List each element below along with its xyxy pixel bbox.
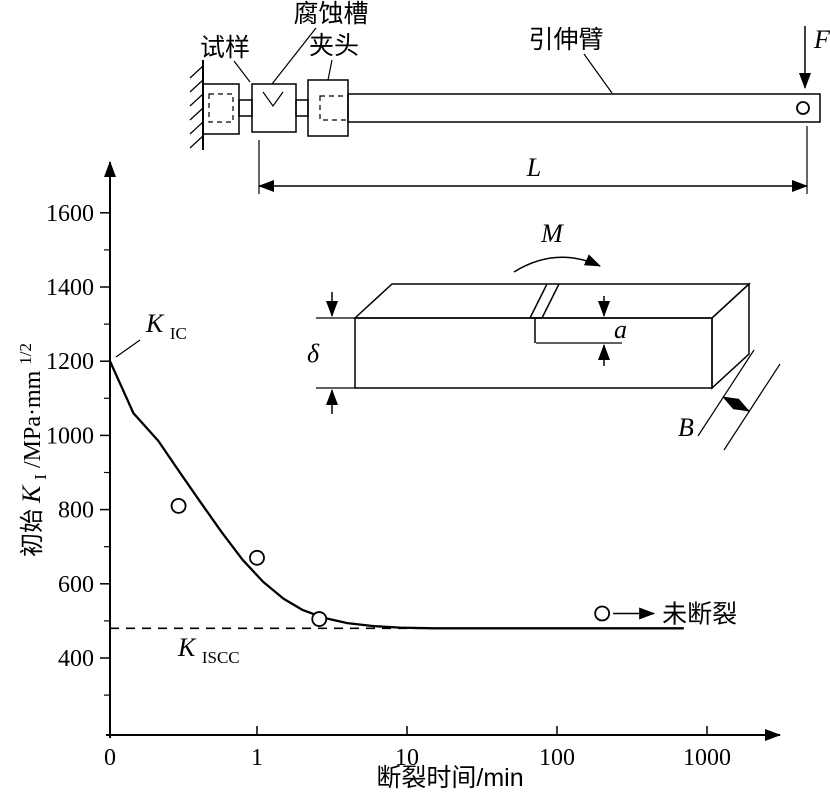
moment-label: M — [540, 219, 564, 248]
kic-symbol: K — [145, 309, 165, 338]
grip-block — [307, 79, 349, 137]
y-axis-label: 初始 K I /MPa·mm 1/2 — [16, 343, 52, 557]
y-tick-label: 600 — [58, 572, 94, 598]
y-tick-label: 1000 — [46, 423, 94, 449]
arm-label: 引伸臂 — [528, 26, 603, 54]
y-tick-label: 400 — [58, 646, 94, 672]
specimen-sketch: M δ a B — [307, 219, 781, 451]
tank-label: 腐蚀槽 — [293, 0, 368, 28]
kic-label: K IC — [145, 309, 187, 343]
grip-leader-line — [327, 59, 333, 81]
thickness-label: B — [678, 413, 694, 442]
y-label-symbol: K — [17, 484, 46, 504]
grip-label: 夹头 — [309, 32, 359, 60]
data-point — [170, 497, 187, 514]
specimen-right-face — [711, 282, 750, 390]
extension-arm — [347, 93, 821, 123]
x-tick-label: 100 — [539, 745, 575, 771]
x-axis-ticks: 0 1 10 100 1000 — [104, 726, 731, 771]
kiscc-symbol: K — [177, 633, 197, 662]
height-dimension — [316, 292, 355, 414]
specimen-notch — [529, 283, 560, 343]
x-tick-label: 1000 — [683, 745, 731, 771]
kic-subscript: IC — [170, 324, 187, 343]
x-tick-label: 10 — [395, 745, 419, 771]
kic-leader-line — [115, 339, 141, 358]
y-label-prefix: 初始 — [19, 509, 46, 557]
y-label-unit: /MPa·mm — [20, 370, 46, 468]
data-point — [249, 549, 265, 566]
force-label: F — [813, 25, 830, 54]
specimen-label: 试样 — [200, 34, 250, 62]
arm-pivot-hole — [796, 101, 810, 115]
specimen-front-face — [354, 317, 713, 389]
y-label-subscript: I — [31, 474, 50, 480]
crack-depth-label: a — [614, 315, 627, 344]
specimen-block — [202, 83, 253, 135]
y-tick-label: 1600 — [46, 201, 94, 227]
data-point — [311, 611, 328, 627]
kiscc-label: K ISCC — [177, 633, 240, 667]
x-tick-label: 0 — [104, 745, 116, 771]
y-label-superscript: 1/2 — [16, 343, 35, 365]
data-point — [594, 605, 611, 622]
y-tick-label: 1400 — [46, 275, 94, 301]
tank-leader-line — [271, 27, 317, 85]
y-tick-label: 1200 — [46, 349, 94, 375]
chart: 400 600 800 1000 1200 1400 1600 0 1 10 100 1000 未断… — [16, 161, 781, 792]
corrosion-tank — [251, 83, 309, 133]
length-dimension — [258, 126, 808, 194]
crack-depth-dimension — [536, 296, 622, 366]
height-label: δ — [307, 339, 320, 368]
fixed-wall-hatch — [189, 60, 204, 150]
unbroken-label: 未断裂 — [662, 600, 737, 628]
length-label: L — [526, 153, 541, 182]
arm-leader-line — [583, 53, 613, 94]
x-tick-label: 1 — [251, 745, 263, 771]
apparatus-diagram: F L 试样 腐蚀槽 夹头 引伸臂 — [189, 0, 830, 194]
specimen-leader-line — [233, 60, 251, 83]
y-axis-ticks: 400 600 800 1000 1200 1400 1600 — [46, 201, 110, 696]
plot-area: 未断裂 — [108, 360, 737, 630]
kiscc-subscript: ISCC — [202, 648, 240, 667]
x-axis-label: 断裂时间/min — [376, 764, 523, 792]
y-tick-label: 800 — [58, 498, 94, 524]
specimen-top-face — [353, 283, 751, 319]
moment-arrow — [513, 254, 601, 273]
ki-vs-time-curve — [108, 360, 684, 630]
thickness-dimension — [697, 349, 781, 451]
